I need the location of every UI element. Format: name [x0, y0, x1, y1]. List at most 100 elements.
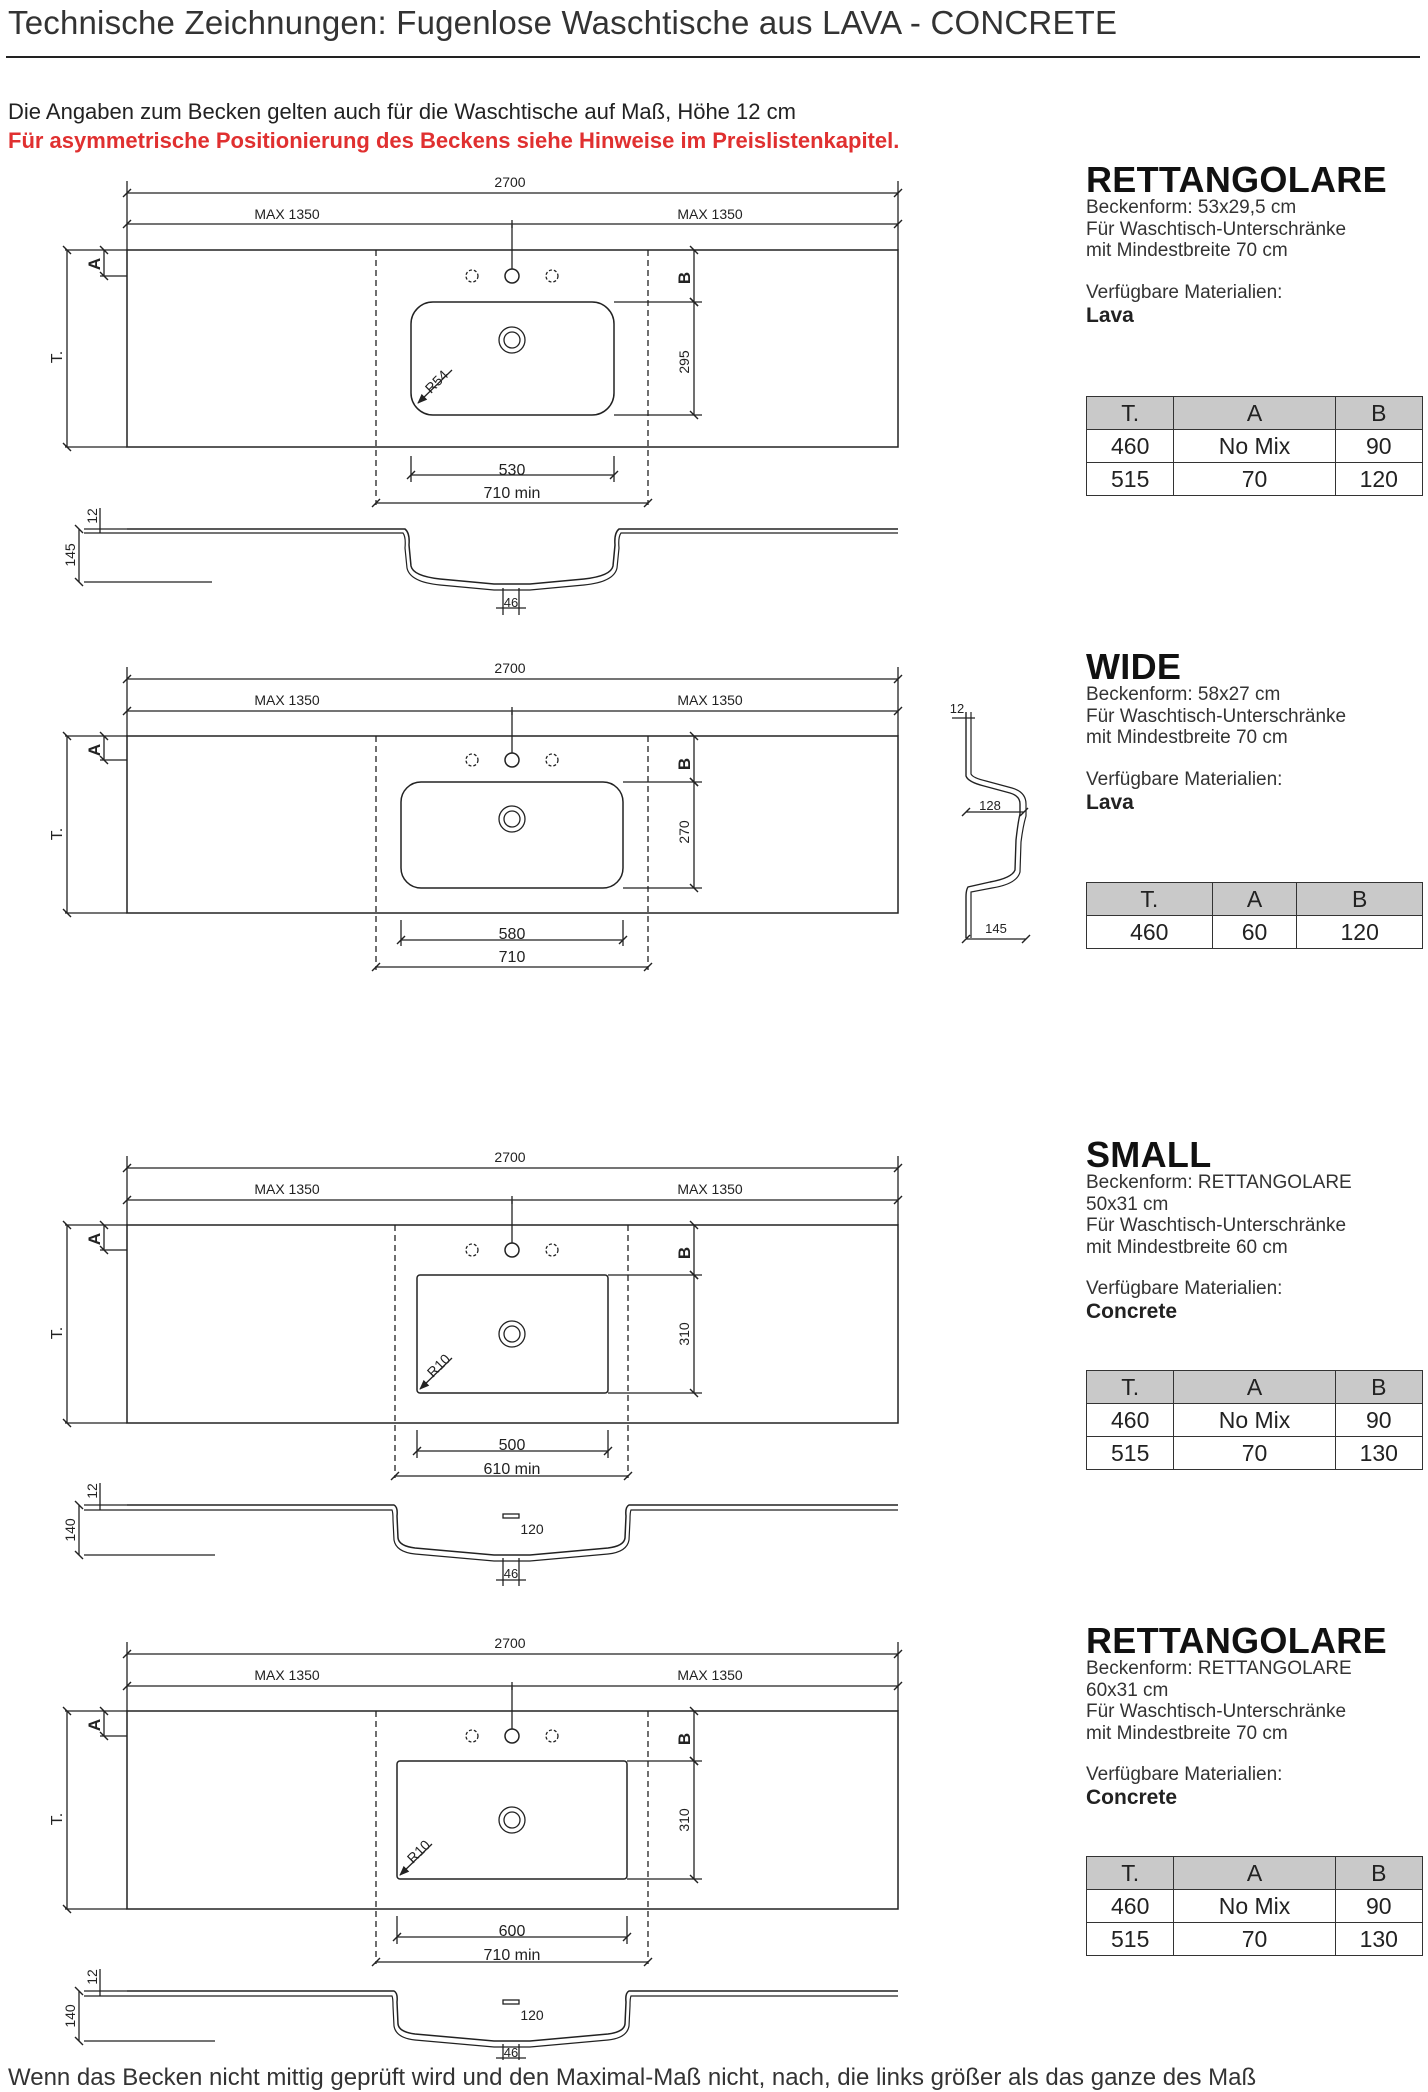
materials-label: Verfügbare Materialien:: [1086, 1764, 1283, 1785]
basin-outline: [416, 1274, 609, 1394]
table-header: B: [1334, 396, 1424, 430]
materials-label: Verfügbare Materialien:: [1086, 281, 1283, 303]
table-header: T.: [1086, 882, 1213, 916]
page-title: Technische Zeichnungen: Fugenlose Wascht…: [8, 4, 1118, 41]
dim-max-left-label: MAX 1350: [254, 1181, 320, 1197]
drain-inner-icon: [503, 1325, 521, 1343]
dim-max-right-label: MAX 1350: [677, 1667, 743, 1683]
dim-b-label: B: [675, 1247, 694, 1259]
product-name: WIDE: [1086, 646, 1182, 687]
drain-inner-icon: [503, 1811, 521, 1829]
info-panel-rettangolare-concrete: RETTANGOLARE Beckenform: RETTANGOLARE 60…: [1086, 1623, 1422, 1811]
table-header: T.: [1085, 396, 1175, 430]
intro-text: Die Angaben zum Becken gelten auch für d…: [8, 99, 796, 124]
radius-leader: [399, 1843, 433, 1876]
materials-label: Verfügbare Materialien:: [1086, 768, 1283, 790]
dim-drain-label: 46: [504, 595, 518, 610]
drain-inner-icon: [503, 331, 521, 349]
dim-height-label: 140: [62, 2004, 78, 2028]
dim-radius-label: R10: [404, 1837, 434, 1867]
dim-inner-label: 120: [520, 2007, 544, 2023]
dim-basin-label: 580: [499, 926, 526, 943]
dim-basin-label: 500: [499, 1437, 526, 1454]
table-header: A: [1173, 1856, 1336, 1890]
table-header-row: T. A B: [1085, 396, 1424, 430]
optional-tap-hole-icon: [545, 753, 559, 767]
footer-note: Wenn das Becken nicht mittig geprüft wir…: [8, 2064, 1257, 2091]
material-value: Concrete: [1086, 1786, 1178, 1809]
table-cell: 460: [1085, 429, 1175, 463]
product-name: SMALL: [1086, 1134, 1212, 1175]
optional-tap-hole-icon: [545, 1729, 559, 1743]
optional-tap-hole-icon: [545, 1243, 559, 1257]
dim-max-right-label: MAX 1350: [677, 1181, 743, 1197]
optional-tap-hole-icon: [465, 753, 479, 767]
spec-table-rettangolare-concrete: T. A B 460 No Mix 90 515 70 130: [1085, 1856, 1424, 1956]
dim-radius-label: R10: [424, 1351, 454, 1381]
section-profile: [127, 1990, 898, 2042]
material-value: Lava: [1086, 790, 1134, 814]
title-divider: [6, 56, 1420, 58]
dim-max-left-label: MAX 1350: [254, 1667, 320, 1683]
basin-outline: [396, 1760, 628, 1880]
table-row: 460 No Mix 90: [1085, 1403, 1424, 1437]
table-header: A: [1173, 1370, 1336, 1404]
table-cell: 90: [1334, 1889, 1424, 1923]
dim-min-label: 710: [499, 949, 526, 966]
spec-line: Für Waschtisch-Unterschränke: [1086, 1701, 1347, 1722]
dim-total-label: 2700: [494, 660, 525, 676]
optional-tap-hole-icon: [465, 1729, 479, 1743]
dim-drain-label: 46: [504, 1566, 518, 1581]
radius-leader: [417, 369, 453, 404]
side-profile-outer: [965, 712, 1021, 938]
warning-text: Für asymmetrische Positionierung des Bec…: [8, 128, 900, 153]
dim-a-label: A: [85, 1719, 104, 1731]
table-cell: 60: [1211, 915, 1298, 949]
spec-line: Für Waschtisch-Unterschränke: [1086, 218, 1347, 240]
spec-line: Beckenform: 53x29,5 cm: [1086, 197, 1297, 218]
table-row: 460 No Mix 90: [1085, 429, 1424, 463]
dim-min-label: 610 min: [484, 1461, 541, 1478]
dim-max-right-label: MAX 1350: [677, 692, 743, 708]
product-name: RETTANGOLARE: [1086, 159, 1387, 200]
material-value: Lava: [1086, 303, 1134, 327]
material-value: Concrete: [1086, 1300, 1178, 1323]
table-cell: 120: [1334, 462, 1424, 496]
dim-inner-label: 120: [520, 1521, 544, 1537]
tap-hole-icon: [504, 752, 520, 768]
radius-leader: [419, 1357, 453, 1390]
table-header: B: [1334, 1370, 1424, 1404]
table-cell: 515: [1085, 1922, 1175, 1956]
dim-min-label: 710 min: [484, 485, 541, 502]
section-profile: [127, 1504, 898, 1556]
dim-thick-label: 12: [84, 508, 100, 524]
dim-a-label: A: [85, 258, 104, 270]
table-cell: 70: [1173, 1436, 1336, 1470]
dim-drain-label: 46: [504, 2045, 518, 2060]
overflow-slot-icon: [502, 1513, 520, 1519]
drawing-wide-lava: 2700 MAX 1350 MAX 1350 A T. B 270 580 71…: [49, 660, 1031, 972]
dim-a-label: A: [85, 744, 104, 756]
overflow-slot-icon: [502, 1999, 520, 2005]
dim-a-label: A: [85, 1233, 104, 1245]
dim-height-label: 145: [62, 543, 78, 567]
optional-tap-hole-icon: [465, 1243, 479, 1257]
dim-basin-label: 530: [499, 462, 526, 479]
dim-profile-height-label: 145: [985, 921, 1007, 936]
section-profile-inner: [127, 1509, 898, 1562]
dim-thick-label: 12: [84, 1483, 100, 1499]
tap-hole-icon: [504, 1728, 520, 1744]
table-row: 515 70 130: [1085, 1922, 1424, 1956]
tap-hole-icon: [504, 268, 520, 284]
info-panel-rettangolare-lava: RETTANGOLARE Beckenform: 53x29,5 cm Für …: [1086, 159, 1422, 329]
table-row: 515 70 120: [1085, 462, 1424, 496]
dim-b-label: B: [675, 758, 694, 770]
drain-inner-icon: [503, 810, 521, 828]
dim-t-label: T.: [49, 828, 66, 840]
spec-line: Für Waschtisch-Unterschränke: [1086, 1215, 1347, 1236]
table-cell: 120: [1296, 915, 1423, 949]
table-cell: 460: [1086, 915, 1213, 949]
dim-max-left-label: MAX 1350: [254, 206, 320, 222]
table-header: T.: [1085, 1370, 1175, 1404]
